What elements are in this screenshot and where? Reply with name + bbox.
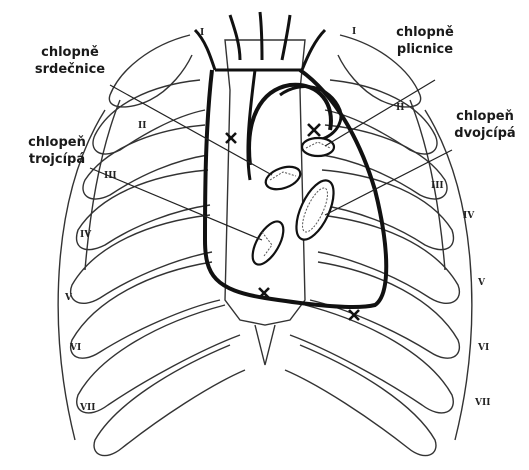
rib-cage-right: [285, 35, 472, 456]
svg-text:IV: IV: [463, 211, 475, 221]
svg-text:VII: VII: [474, 398, 490, 408]
svg-text:II: II: [396, 103, 404, 113]
svg-text:dvojcípá: dvojcípá: [454, 126, 515, 141]
svg-text:III: III: [104, 171, 117, 181]
svg-text:plicnice: plicnice: [397, 42, 453, 57]
svg-text:chlopeň: chlopeň: [456, 109, 514, 124]
svg-text:chlopně: chlopně: [41, 45, 99, 60]
tricuspid-valve: [246, 217, 289, 270]
svg-text:VI: VI: [477, 343, 489, 353]
svg-text:chlopně: chlopně: [396, 25, 454, 40]
x-mark-pulmonary: [308, 124, 320, 136]
x-mark-aortic: [226, 133, 236, 143]
svg-text:srdečnice: srdečnice: [35, 62, 105, 77]
svg-text:III: III: [431, 181, 444, 191]
aortic-valve: [263, 162, 304, 193]
label-tricuspid-valve: chlopeň trojcípá: [28, 135, 86, 167]
rib-cage-left: [58, 35, 245, 456]
svg-text:I: I: [352, 27, 356, 37]
label-pulmonary-valve: chlopně plicnice: [396, 25, 454, 57]
svg-text:V: V: [477, 278, 486, 288]
svg-text:I: I: [200, 28, 204, 38]
svg-text:II: II: [138, 121, 146, 131]
mitral-valve: [289, 175, 341, 245]
svg-text:trojcípá: trojcípá: [29, 152, 85, 167]
svg-text:VI: VI: [69, 343, 81, 353]
label-aortic-valve: chlopně srdečnice: [35, 45, 105, 77]
pulmonary-valve: [302, 138, 334, 156]
svg-text:IV: IV: [80, 230, 92, 240]
auscultation-marks: [226, 124, 359, 320]
svg-text:V: V: [64, 293, 73, 303]
svg-text:VII: VII: [79, 403, 95, 413]
label-mitral-valve: chlopeň dvojcípá: [454, 109, 515, 141]
svg-text:chlopeň: chlopeň: [28, 135, 86, 150]
